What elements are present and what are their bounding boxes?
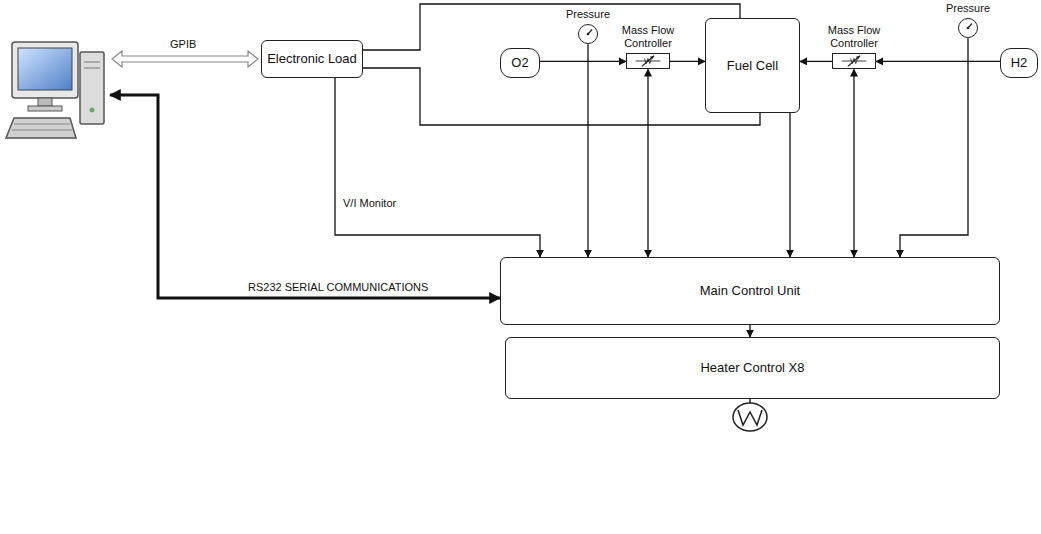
box-label: Heater Control X8 [700, 360, 804, 376]
connector [647, 69, 648, 257]
box-label: H2 [1011, 55, 1028, 71]
connector [853, 69, 854, 257]
gas-tank: O2 [500, 48, 540, 78]
pressure-gauge: Pressure [558, 8, 618, 44]
connector [900, 38, 968, 257]
control-unit-box: Main Control Unit [500, 257, 1000, 325]
fuel-cell-box: Fuel Cell [705, 18, 800, 113]
connector [363, 68, 760, 125]
gauge-dial [958, 18, 978, 38]
connector [670, 61, 705, 62]
flow-controller: Mass Flow Controller [602, 24, 694, 69]
flow-valve [832, 53, 876, 69]
heater-control-box: Heater Control X8 [505, 337, 1000, 399]
heater-symbol [733, 399, 767, 431]
device-label: Pressure [946, 2, 990, 15]
flow-valve [626, 53, 670, 69]
pressure-gauge: Pressure [938, 2, 998, 38]
connector [587, 44, 588, 257]
edge-label: V/I Monitor [341, 197, 398, 210]
device-label: Mass Flow Controller [602, 24, 694, 50]
gas-tank: H2 [1000, 48, 1038, 78]
box-label: O2 [511, 55, 528, 71]
connector [335, 78, 540, 257]
box-label: Electronic Load [267, 51, 357, 67]
box-label: Fuel Cell [727, 58, 778, 74]
connector [363, 4, 740, 50]
device-label: Pressure [566, 8, 610, 21]
connector [749, 325, 750, 337]
connector [540, 61, 626, 62]
computer-icon [6, 42, 104, 138]
gauge-dial [578, 24, 598, 44]
connector [789, 113, 790, 257]
signal-label: RS232 SERIAL COMMUNICATIONS [246, 281, 430, 294]
load-box: Electronic Load [261, 40, 363, 78]
box-label: Main Control Unit [700, 283, 800, 299]
signal-label: GPIB [168, 38, 198, 51]
connector [800, 61, 832, 62]
flow-controller: Mass Flow Controller [808, 24, 900, 69]
gpib-arrow [112, 51, 258, 67]
device-label: Mass Flow Controller [808, 24, 900, 50]
connector [876, 61, 1000, 62]
